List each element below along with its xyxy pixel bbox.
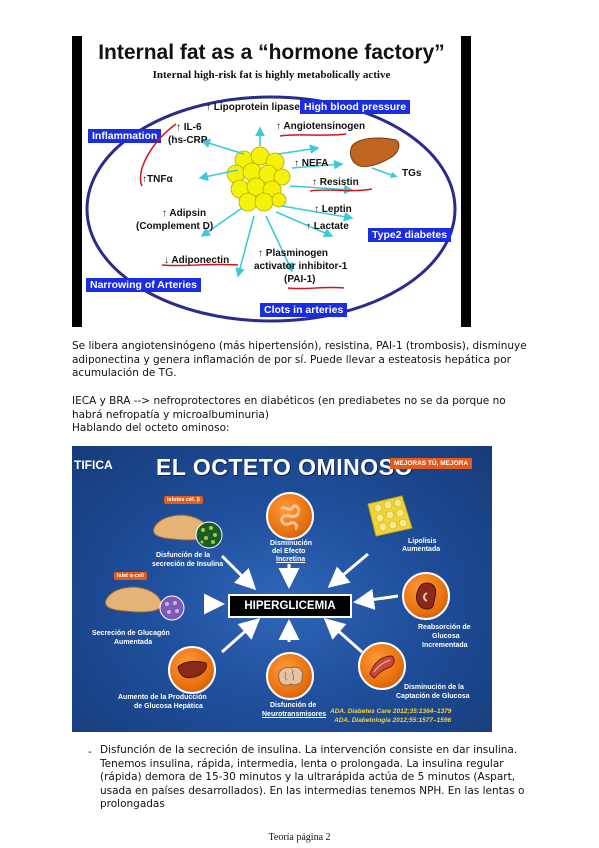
narrowing-arteries-box: Narrowing of Arteries — [86, 278, 201, 292]
list-item-insulin: Disfunción de la secreción de insulina. … — [100, 744, 525, 810]
brain-icon — [278, 666, 304, 686]
reabsorption-label-3: Incrementada — [422, 642, 468, 649]
alpha-cell-pill: Islet α-cell — [114, 572, 147, 580]
red-underline-resistin — [309, 188, 373, 192]
pai1-label-line1: ↑ Plasminogen — [258, 248, 329, 259]
intestine-circle — [266, 492, 314, 540]
figure-subtitle: Internal high-risk fat is highly metabol… — [152, 69, 391, 81]
glucagon-label-1: Secreción de Glucagón — [92, 630, 170, 637]
incretin-label-1: Disminución — [270, 540, 313, 547]
insulin-secretion-label-2: secreción de Insulina — [152, 561, 224, 568]
muscle-icon — [369, 655, 395, 679]
tgs-label: TGs — [402, 168, 422, 179]
incretin-label-3: Incretina — [276, 556, 306, 563]
adiponectin-label: ↓ Adiponectin — [164, 255, 230, 266]
incretin-label-2: del Efecto — [272, 548, 306, 555]
resistin-label: ↑ Resistin — [312, 177, 359, 188]
liver-to-tg-arrow — [371, 167, 398, 178]
adipsin-label: ↑ Adipsin — [162, 208, 207, 219]
fat-cell-ellipse — [85, 95, 457, 323]
red-underline-pai1 — [287, 286, 345, 290]
adipose-tissue-icon — [367, 495, 413, 537]
brand-text: TIFICA — [74, 458, 113, 472]
paragraph-octeto-intro: Hablando del octeto ominoso: — [72, 422, 230, 434]
lipoprotein-lipase-label: ↑ Lipoprotein lipase — [206, 102, 300, 113]
reabsorption-label-1: Reabsorción de — [418, 624, 471, 631]
insulin-secretion-label-1: Disfunción de la — [156, 552, 211, 559]
radial-arrows — [204, 552, 399, 654]
intestine-icon — [279, 504, 301, 531]
red-underline-adiponectin — [161, 263, 239, 267]
brain-circle — [266, 652, 314, 700]
muscle-circle — [358, 642, 406, 690]
reference-diabetes-care: ADA. Diabetes Care 2012;35:1364–1379 — [330, 708, 452, 715]
reabsorption-label-2: Glucosa — [432, 633, 460, 640]
red-annotation-bracket — [139, 123, 177, 187]
pai1-label-line3: (PAI-1) — [284, 274, 316, 285]
figure2-title: EL OCTETO OMINOSO — [156, 454, 413, 480]
page-footer: Teoría página 2 — [268, 832, 331, 843]
neurotransmitter-label-1: Disfunción de — [270, 702, 317, 709]
lipolysis-label-2: Aumentada — [402, 546, 441, 553]
hormone-factory-figure: Internal fat as a “hormone factory” Inte… — [72, 36, 471, 327]
slogan-tag: MEJORAS TÚ, MEJORA — [390, 458, 473, 469]
liver-circle — [168, 646, 216, 694]
liver-icon-2 — [177, 660, 207, 679]
beta-cell-pill: Islotes cél. β — [164, 496, 204, 504]
kidney-circle — [402, 572, 450, 620]
clots-arteries-box: Clots in arteries — [260, 303, 348, 317]
nefa-label: ↑ NEFA — [294, 158, 329, 169]
leptin-label: ↑ Leptin — [314, 204, 352, 215]
beta-cell-icon — [195, 521, 223, 549]
red-underline-angiotensinogen — [279, 133, 347, 137]
tnf-alpha-label: ↑TNFα — [142, 174, 173, 185]
type2-diabetes-box: Type2 diabetes — [368, 228, 452, 242]
hs-crp-label: (hs-CRP — [168, 135, 208, 146]
figure-title: Internal fat as a “hormone factory” — [98, 41, 445, 64]
liver-icon — [349, 137, 400, 167]
hiperglicemia-center-box: HIPERGLICEMIA — [228, 594, 352, 618]
hepatic-label-2: de Glucosa Hepática — [134, 703, 203, 710]
list-bullet: - — [88, 746, 92, 758]
uptake-label-1: Disminución de la — [404, 684, 464, 691]
reference-diabetologia: ADA. Diabetologia 2012;55:1577–1596 — [334, 717, 452, 724]
angiotensinogen-label: ↑ Angiotensinogen — [276, 121, 366, 132]
paragraph-ieca-bra: IECA y BRA --> nefroprotectores en diabé… — [72, 395, 506, 421]
uptake-label-2: Captación de Glucosa — [396, 693, 470, 700]
figure-border-right — [461, 36, 471, 327]
secretion-arrows — [198, 126, 354, 278]
figure-border-left — [72, 36, 82, 327]
il6-label: ↑ IL-6 — [176, 122, 202, 133]
octeto-ominoso-figure: TIFICA EL OCTETO OMINOSO MEJORAS TÚ, MEJ… — [72, 446, 492, 732]
alpha-cell-icon — [159, 595, 185, 621]
paragraph-adipokines: Se libera angiotensinógeno (más hiperten… — [72, 340, 527, 379]
pai1-label-line2: activator inhibitor-1 — [254, 261, 348, 272]
pancreas-alpha-icon — [105, 586, 162, 613]
adipocyte-cluster-icon — [226, 146, 291, 212]
lactate-label: ↑ Lactate — [306, 221, 349, 232]
inflammation-box: Inflammation — [88, 129, 162, 143]
lipolysis-label-1: Lipolisis — [408, 538, 437, 545]
hepatic-label-1: Aumento de la Producción — [118, 694, 207, 701]
glucagon-label-2: Aumentada — [114, 639, 153, 646]
neurotransmitter-label-2: Neurotransmisores — [262, 711, 327, 718]
high-blood-pressure-box: High blood pressure — [300, 100, 411, 114]
kidney-icon — [416, 582, 437, 610]
complement-d-label: (Complement D) — [136, 221, 214, 232]
